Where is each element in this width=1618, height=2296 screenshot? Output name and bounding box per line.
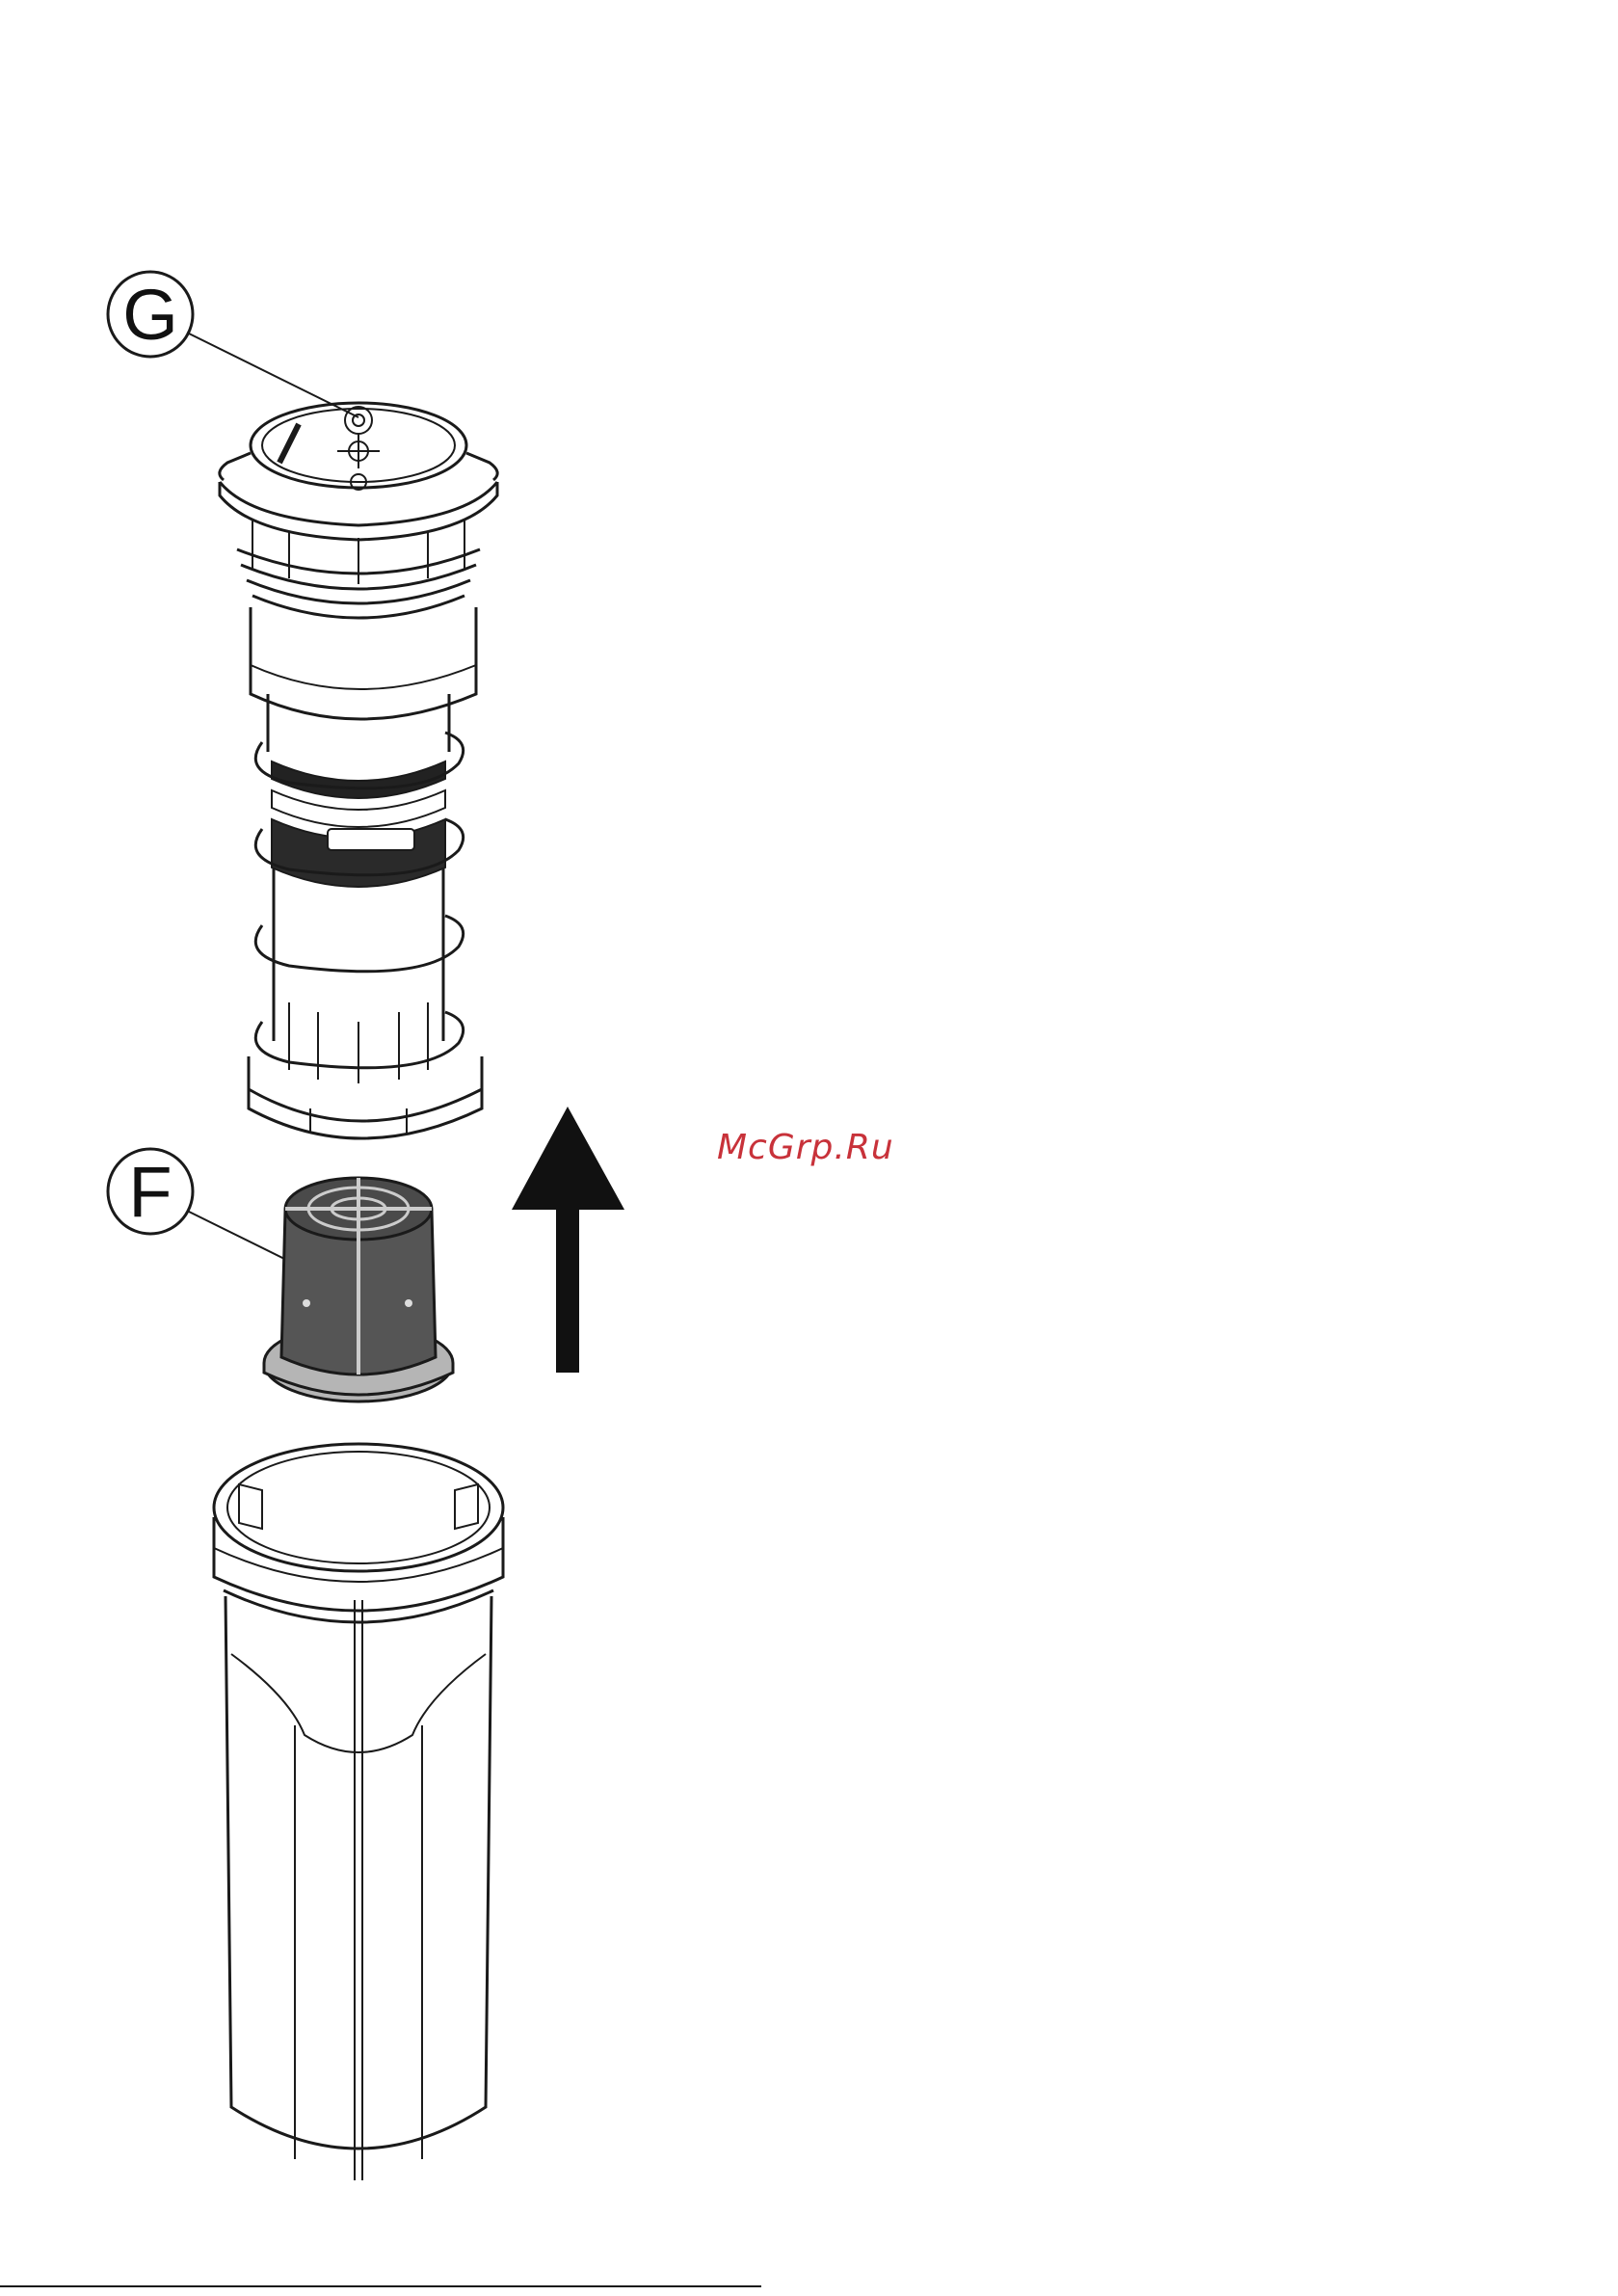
callout-f-label: F xyxy=(128,1152,172,1232)
filter-cartridge xyxy=(264,1178,453,1402)
bottom-housing xyxy=(214,1444,503,2180)
top-cap-assembly xyxy=(220,403,497,1138)
watermark-text: McGrp.Ru xyxy=(717,1128,894,1167)
callout-g: G xyxy=(108,272,358,417)
callout-g-label: G xyxy=(122,275,178,355)
cap-vent-icon xyxy=(345,407,372,434)
up-arrow-icon xyxy=(512,1107,624,1373)
